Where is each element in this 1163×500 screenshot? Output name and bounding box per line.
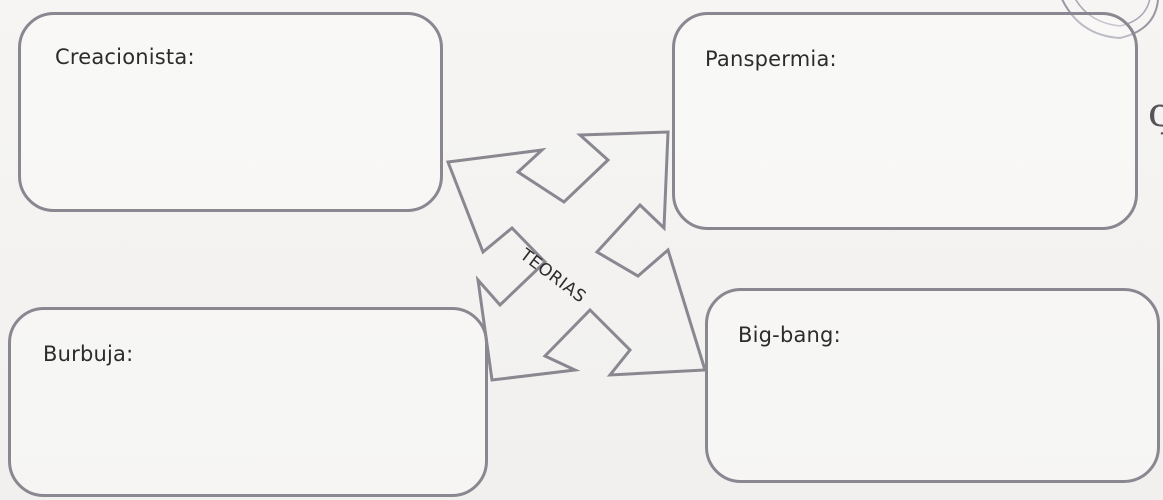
theory-box-burbuja[interactable]: Burbuja: bbox=[8, 307, 488, 497]
theory-box-panspermia[interactable]: Panspermia: bbox=[672, 12, 1138, 230]
arrow-outline bbox=[445, 130, 708, 382]
theory-label-burbuja: Burbuja: bbox=[43, 342, 134, 366]
theory-box-bigbang[interactable]: Big-bang: bbox=[705, 288, 1160, 483]
theory-box-creacionista[interactable]: Creacionista: bbox=[18, 12, 443, 212]
edge-handwriting-fragment: ς bbox=[1148, 90, 1163, 136]
theory-label-panspermia: Panspermia: bbox=[705, 47, 837, 71]
theory-label-creacionista: Creacionista: bbox=[55, 45, 195, 69]
theory-label-bigbang: Big-bang: bbox=[738, 323, 841, 347]
